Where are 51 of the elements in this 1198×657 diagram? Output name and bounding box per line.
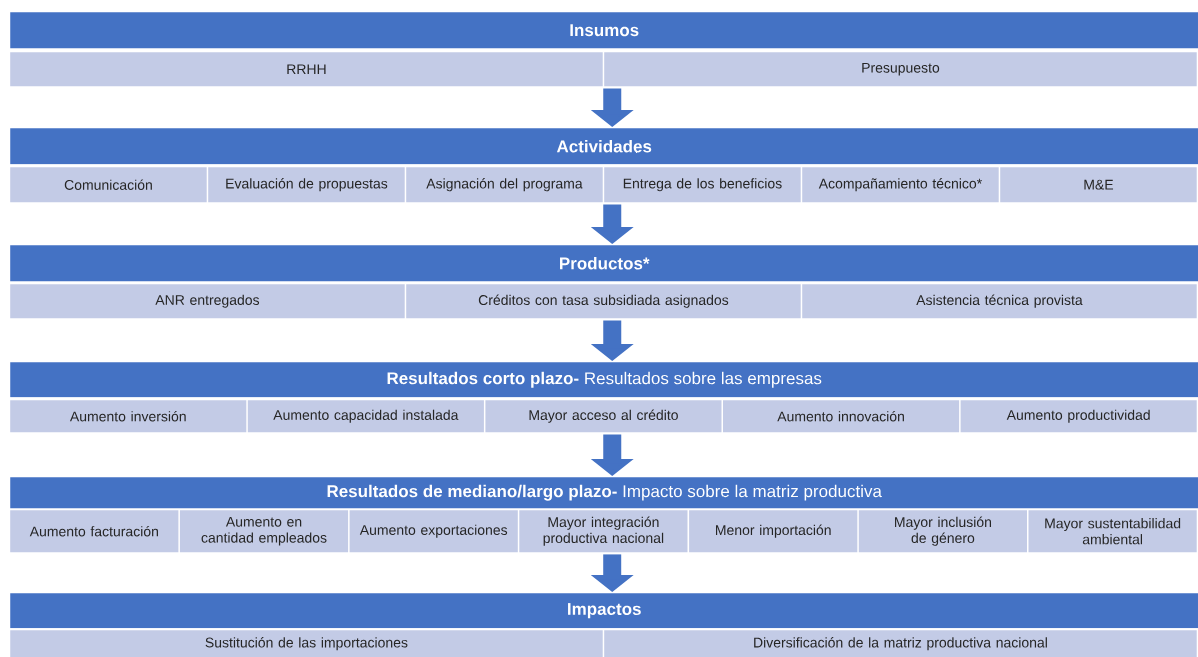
item-box: Aumento en cantidad empleados [179, 510, 349, 553]
node-label: RRHH [287, 64, 326, 75]
node-label: Menor importación [716, 524, 831, 538]
item-box: Acompañamiento técnico* [802, 167, 999, 203]
item-box: Diversificación de la matriz productiva nacional [604, 630, 1197, 657]
item-box: Entrega de los beneficios [604, 167, 801, 203]
item-box: M&E [1000, 167, 1197, 203]
node-label: Entrega de los beneficios [623, 178, 782, 192]
node-label: M&E [1084, 179, 1114, 190]
node-label: Mayor sustentabilidad ambiental [1045, 518, 1181, 545]
node-label: Asignación del programa [426, 178, 583, 192]
node-label: Presupuesto [862, 62, 940, 76]
item-box: Mayor integración productiva nacional [519, 510, 688, 553]
item-box: Aumento capacidad instalada [247, 400, 484, 433]
item-box: Presupuesto [604, 52, 1197, 87]
item-box: Créditos con tasa subsidiada asignados [406, 284, 801, 319]
item-box: Asignación del programa [406, 167, 603, 203]
item-box: Sustitución de las importaciones [10, 630, 603, 657]
item-box: Menor importación [689, 510, 858, 553]
item-box: Aumento productividad [960, 400, 1197, 433]
node-label: Comunicación [64, 179, 152, 190]
node-label: Aumento en cantidad empleados [201, 516, 327, 546]
node-label: Aumento facturación [29, 525, 158, 537]
item-box: RRHH [10, 52, 603, 87]
item-box: Aumento facturación [10, 510, 179, 553]
node-label: Créditos con tasa subsidiada asignados [478, 294, 729, 308]
node-label: Sustitución de las importaciones [205, 637, 408, 651]
item-box: Aumento innovación [723, 400, 960, 433]
node-label: Mayor inclusión de género [895, 516, 992, 546]
item-box: Mayor sustentabilidad ambiental [1028, 510, 1197, 553]
node-label: Acompañamiento técnico* [818, 178, 982, 192]
node-label: Aumento productividad [1006, 409, 1150, 423]
item-box: Evaluación de propuestas [208, 167, 405, 203]
node-label: Diversificación de la matriz productiva nacional [754, 637, 1047, 651]
item-box: Mayor inclusión de género [858, 510, 1027, 553]
node-label: Aumento exportaciones [359, 524, 508, 538]
node-label: Evaluación de propuestas [226, 178, 388, 192]
item-box: ANR entregados [10, 284, 405, 319]
section-header: Insumos [10, 12, 1198, 49]
node-label: Mayor acceso al crédito [529, 409, 678, 423]
item-box: Mayor acceso al crédito [485, 400, 722, 433]
node-label: Aumento innovación [777, 410, 904, 422]
item-box: Comunicación [10, 167, 207, 203]
node-label: Aumento capacidad instalada [273, 409, 459, 423]
node-label: Mayor integración productiva nacional [543, 516, 664, 546]
node-label: ANR entregados [155, 294, 260, 308]
node-label: Asistencia técnica provista [916, 294, 1083, 308]
node-label: Aumento inversión [69, 410, 186, 422]
item-box: Asistencia técnica provista [802, 284, 1197, 319]
item-box: Aumento inversión [10, 400, 247, 433]
item-box: Aumento exportaciones [349, 510, 518, 553]
